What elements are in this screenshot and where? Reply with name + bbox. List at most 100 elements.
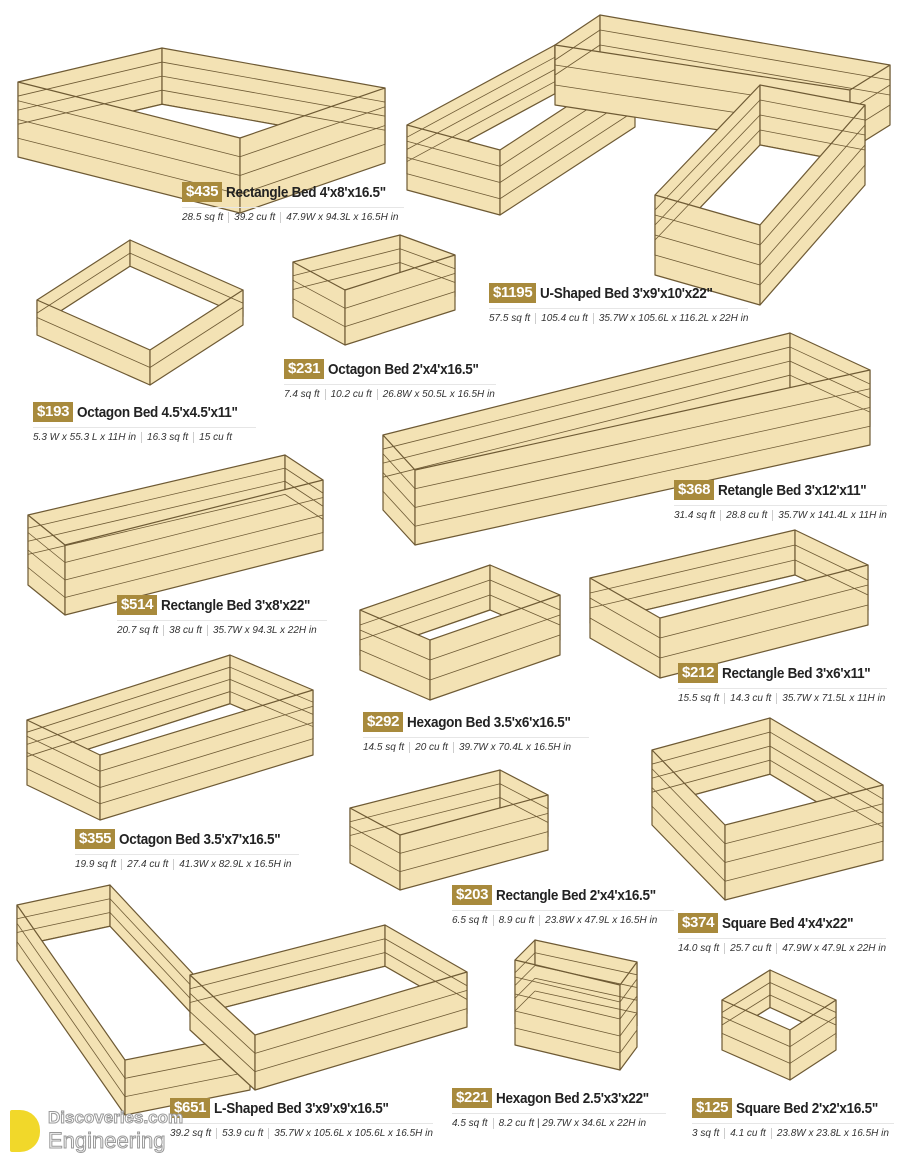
plank-line [26,768,101,805]
plank-line [651,787,726,863]
plank-line [161,61,386,103]
plank-line [589,597,661,639]
plank-line [651,745,771,779]
product-name: Retangle Bed 3'x12'x11" [718,481,867,499]
plank-line [16,941,126,1097]
plank-line [769,759,884,828]
plank-line [414,388,871,490]
plank-line [654,114,761,226]
plank-line [382,453,416,490]
price-badge: $231 [284,359,325,379]
price-badge: $212 [678,663,719,683]
spec-value: 41.3W x 82.9L x 16.5H in [173,859,292,870]
plank-line [254,989,468,1054]
plank-line [589,617,661,659]
plank-line [229,691,314,727]
plank-line [149,307,244,368]
plank-line [229,679,314,715]
plank-line [769,982,837,1013]
spec-value: 28.8 cu ft [720,510,768,521]
plank-line [161,75,386,117]
spec-value: 6.5 sq ft [452,915,488,926]
plank-line [189,993,256,1054]
plank-line [759,114,866,136]
plank-line [359,629,431,661]
spec-value: 35.7W x 71.5L x 11H in [776,693,886,704]
spec-value: 8.2 cu ft | 29.7W x 34.6L x 22H in [492,1118,647,1129]
plank-line [789,360,871,399]
plank-line [189,938,386,990]
plank-line [651,768,726,845]
plank-line [26,678,231,745]
price-badge: $292 [363,712,404,732]
plank-line [27,532,66,563]
spec-value: 16.3 sq ft [141,432,189,443]
plank-line [759,129,866,151]
spec-value: 35.7W x 105.6L x 116.2L x 22H in [592,313,749,324]
price-badge: $514 [117,595,158,615]
plank-line [406,69,556,150]
plank-line [769,731,884,800]
plank-line [189,1011,256,1072]
plank-line [406,140,501,167]
plank-line [27,493,286,555]
plank-line [654,99,761,211]
plank-line [721,982,771,1013]
spec-value: 10.2 cu ft [324,389,372,400]
plank-line [406,157,501,183]
spec-value: 38 cu ft [163,625,202,636]
spec-value: 5.3 W x 55.3 L x 11H in [33,432,137,443]
plank-line [759,124,866,246]
plank-line [359,594,491,641]
plank-line [382,346,791,450]
plank-line [654,254,761,286]
spec-value: 53.9 cu ft [216,1128,264,1139]
spec-value: 39.7W x 70.4L x 16.5H in [452,742,572,753]
plank-line [769,994,837,1026]
spec-value: 39.2 cu ft [228,212,276,223]
price-badge: $1195 [489,283,537,303]
plank-line [651,731,771,765]
plank-line [789,346,871,385]
price-badge: $203 [452,885,493,905]
spec-value: 35.7W x 141.4L x 11H in [772,510,887,521]
product-name: Octagon Bed 4.5'x4.5'x11" [77,403,238,421]
plank-line [759,164,866,286]
plank-line [514,977,536,999]
plank-line [189,952,386,1003]
plank-line [794,559,869,596]
spec-value: 14.0 sq ft [678,943,720,954]
plank-line [17,100,241,158]
plank-line [721,1032,791,1064]
plank-line [554,44,601,76]
plank-line [534,965,638,988]
plank-line [654,214,761,246]
plank-line [382,472,416,508]
plank-line [406,173,501,200]
spec-value: 7.4 sq ft [284,389,320,400]
spec-value: 47.9W x 47.9L x 22H in [776,943,887,954]
plank-line [514,965,536,986]
product-name: Square Bed 2'x2'x16.5" [736,1099,879,1117]
plank-line [489,579,561,611]
plank-line [64,497,324,563]
plank-line [619,1012,638,1037]
plank-line [406,56,556,138]
plank-line [349,844,401,873]
logo-line1: Discoveries.com [47,1108,184,1128]
plank-line [724,822,884,863]
plank-line [292,262,401,290]
price-badge: $651 [170,1098,211,1118]
